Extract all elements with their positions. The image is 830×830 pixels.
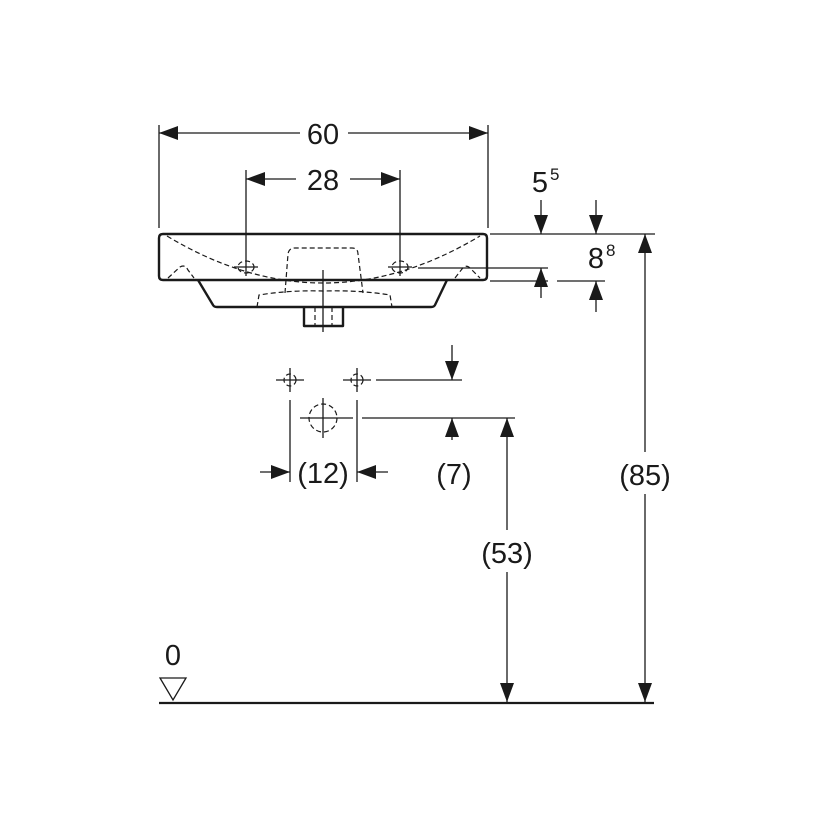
level-triangle-icon [158,677,188,702]
tap-hole-left [234,258,258,276]
width-label: 60 [307,119,339,151]
connection-points: (7) (12) [260,345,515,491]
drain-height-dimension: (53) [481,418,533,702]
arrow-right-icon [469,126,488,140]
drain-connection [300,398,353,438]
rim-total-height-dimension: (85) [619,234,671,702]
rim-offset-dimensions: 5 5 8 8 [418,165,655,312]
floor-level-label: 0 [165,640,181,672]
drain-height-label: (53) [481,538,533,570]
arrow-left-icon [159,126,178,140]
floor-level: 0 [158,640,654,705]
connection-offset-label: (7) [436,459,471,491]
rim-height-total-label: (85) [619,460,671,492]
washbasin-front-view [157,232,489,332]
water-connection-right [343,368,371,392]
tap-hole-right [388,258,412,276]
rim-height-superscript: 8 [606,241,615,260]
tap-hole-spacing-dimension: 28 [245,165,401,258]
top-offset-label: 5 [532,167,548,199]
tap-spacing-label: 28 [307,165,339,197]
top-offset-superscript: 5 [550,165,559,184]
connection-spacing-label: (12) [297,458,349,490]
rim-height-label: 8 [588,243,604,275]
water-connection-left [276,368,304,392]
width-dimension: 60 [158,119,489,228]
